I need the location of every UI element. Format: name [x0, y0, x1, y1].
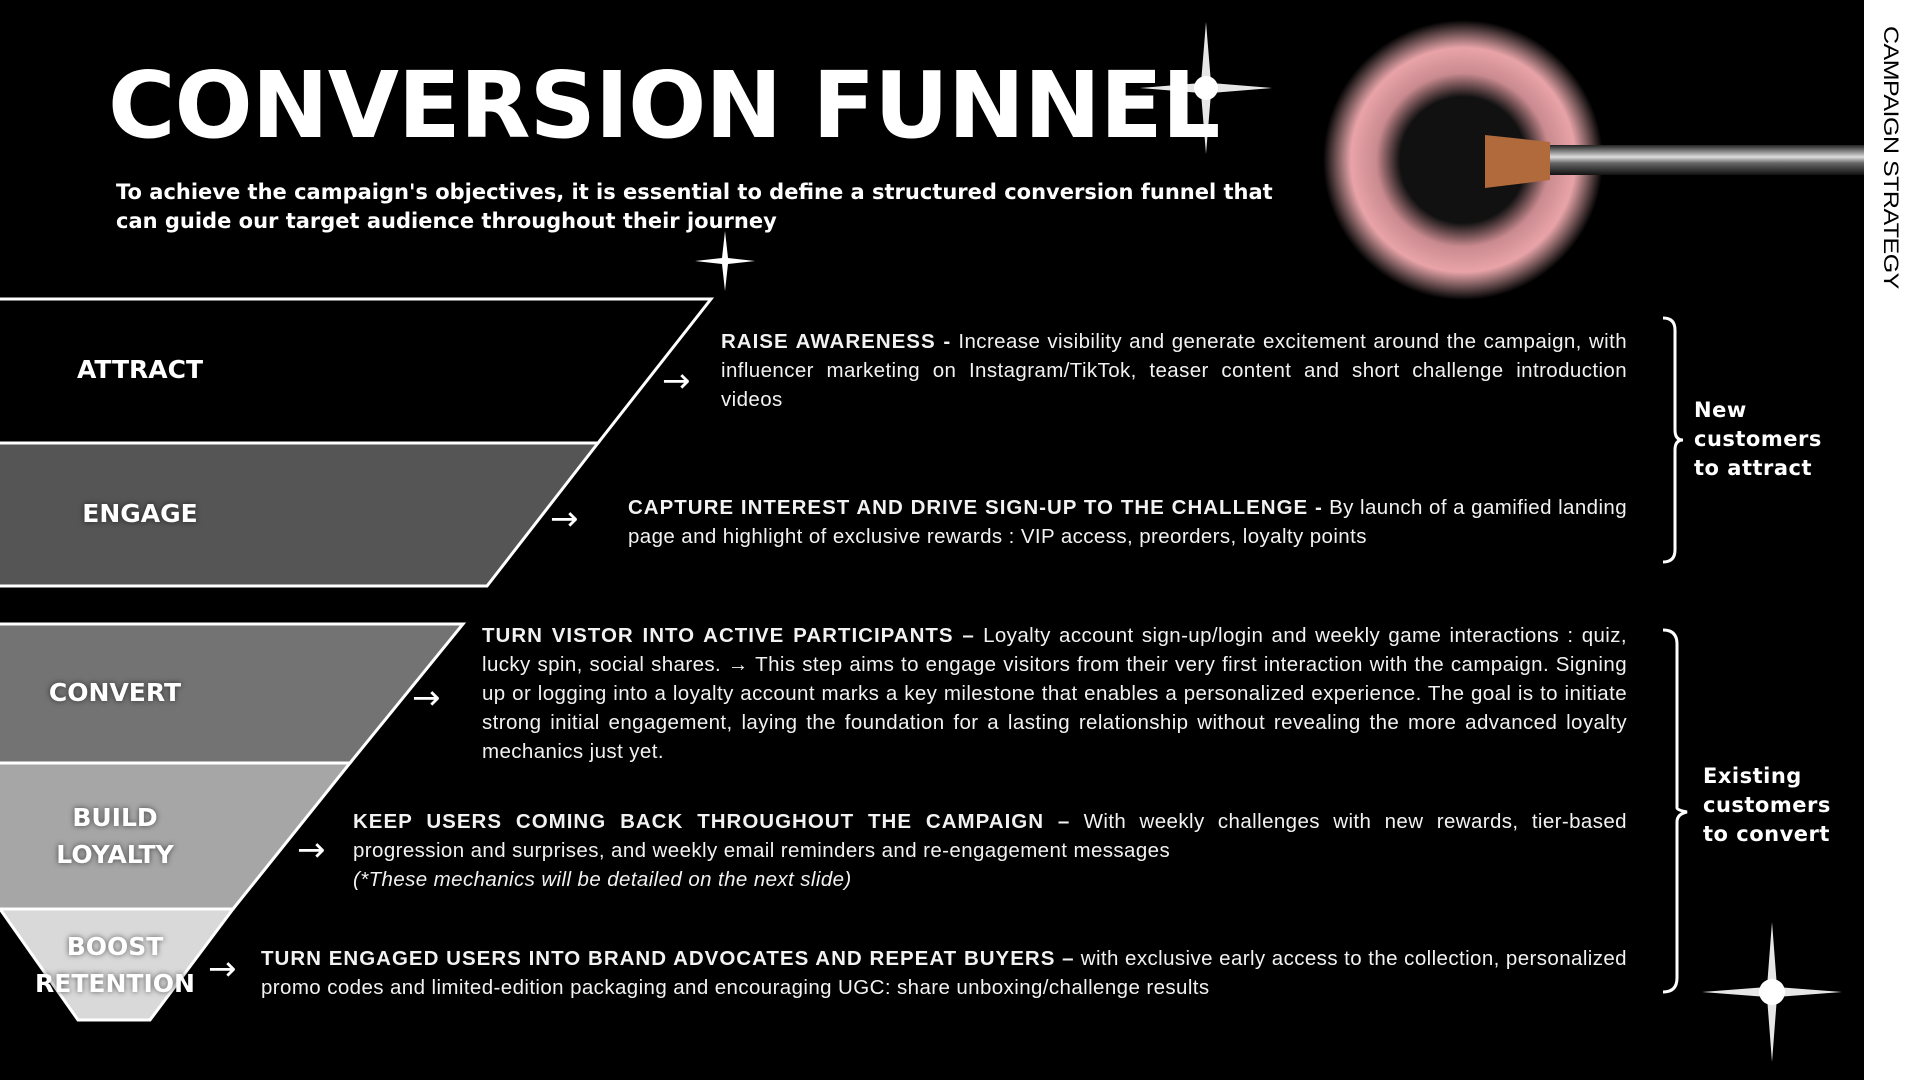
stage-label-attract: ATTRACT — [76, 355, 204, 384]
stage-label-line: RETENTION — [35, 969, 195, 998]
funnel-segment-engage — [0, 441, 602, 588]
group-label-new-customers: New customers to attract — [1694, 398, 1822, 480]
funnel-diagram — [0, 297, 715, 1022]
stage-description-convert: TURN VISTOR INTO ACTIVE PARTICIPANTS – L… — [482, 621, 1627, 766]
description-heading: CAPTURE INTEREST AND DRIVE SIGN-UP TO TH… — [628, 496, 1323, 519]
stage-label-build-loyalty: BUILD LOYALTY — [15, 799, 215, 873]
page-subtitle: To achieve the campaign's objectives, it… — [116, 180, 1273, 233]
brace-icons — [1662, 316, 1688, 994]
group-label-existing-customers: Existing customers to convert — [1703, 764, 1831, 846]
description-text: Loyalty account sign-up/login and weekly… — [482, 624, 1627, 763]
brace-existing-customers-icon — [1662, 628, 1688, 994]
stage-description-boost-retention: TURN ENGAGED USERS INTO BRAND ADVOCATES … — [261, 944, 1627, 1002]
stage-label-line: BOOST — [66, 932, 164, 961]
funnel-segment-boost-retention — [0, 907, 236, 1022]
arrow-icon: → — [208, 949, 237, 989]
arrow-icon: → — [662, 361, 691, 401]
description-text: With weekly challenges with new rewards,… — [353, 810, 1627, 862]
page-title: CONVERSION FUNNEL — [108, 52, 1220, 159]
description-note: (*These mechanics will be detailed on th… — [353, 868, 852, 891]
stage-description-attract: RAISE AWARENESS - Increase visibility an… — [721, 327, 1627, 414]
description-heading: RAISE AWARENESS - — [721, 330, 952, 353]
brace-new-customers-icon — [1662, 316, 1684, 564]
stage-label-engage: ENGAGE — [82, 499, 198, 528]
description-heading: TURN ENGAGED USERS INTO BRAND ADVOCATES … — [261, 947, 1075, 970]
description-heading: KEEP USERS COMING BACK THROUGHOUT THE CA… — [353, 810, 1071, 833]
arrow-icon: → — [297, 830, 326, 870]
makeup-powder-brush-image — [1323, 20, 1864, 300]
stage-description-build-loyalty: KEEP USERS COMING BACK THROUGHOUT THE CA… — [353, 807, 1627, 894]
sidebar — [1864, 0, 1920, 1080]
description-text: By launch of a gamified landing page and… — [628, 496, 1628, 548]
sparkle-icon — [1702, 922, 1842, 1062]
stage-label-line: LOYALTY — [56, 840, 174, 869]
stage-label-line: BUILD — [72, 803, 158, 832]
description-text: Increase visibility and generate excitem… — [721, 330, 1627, 411]
description-heading: TURN VISTOR INTO ACTIVE PARTICIPANTS – — [482, 624, 975, 647]
arrow-icon: → — [550, 499, 579, 539]
stage-description-engage: CAPTURE INTEREST AND DRIVE SIGN-UP TO TH… — [628, 493, 1627, 551]
section-label: CAMPAIGN STRATEGY — [1879, 26, 1903, 289]
description-text: with exclusive early access to the colle… — [261, 947, 1627, 999]
arrow-icon: → — [412, 678, 441, 718]
stage-label-convert: CONVERT — [48, 678, 182, 707]
stage-label-boost-retention: BOOST RETENTION — [15, 928, 215, 1002]
